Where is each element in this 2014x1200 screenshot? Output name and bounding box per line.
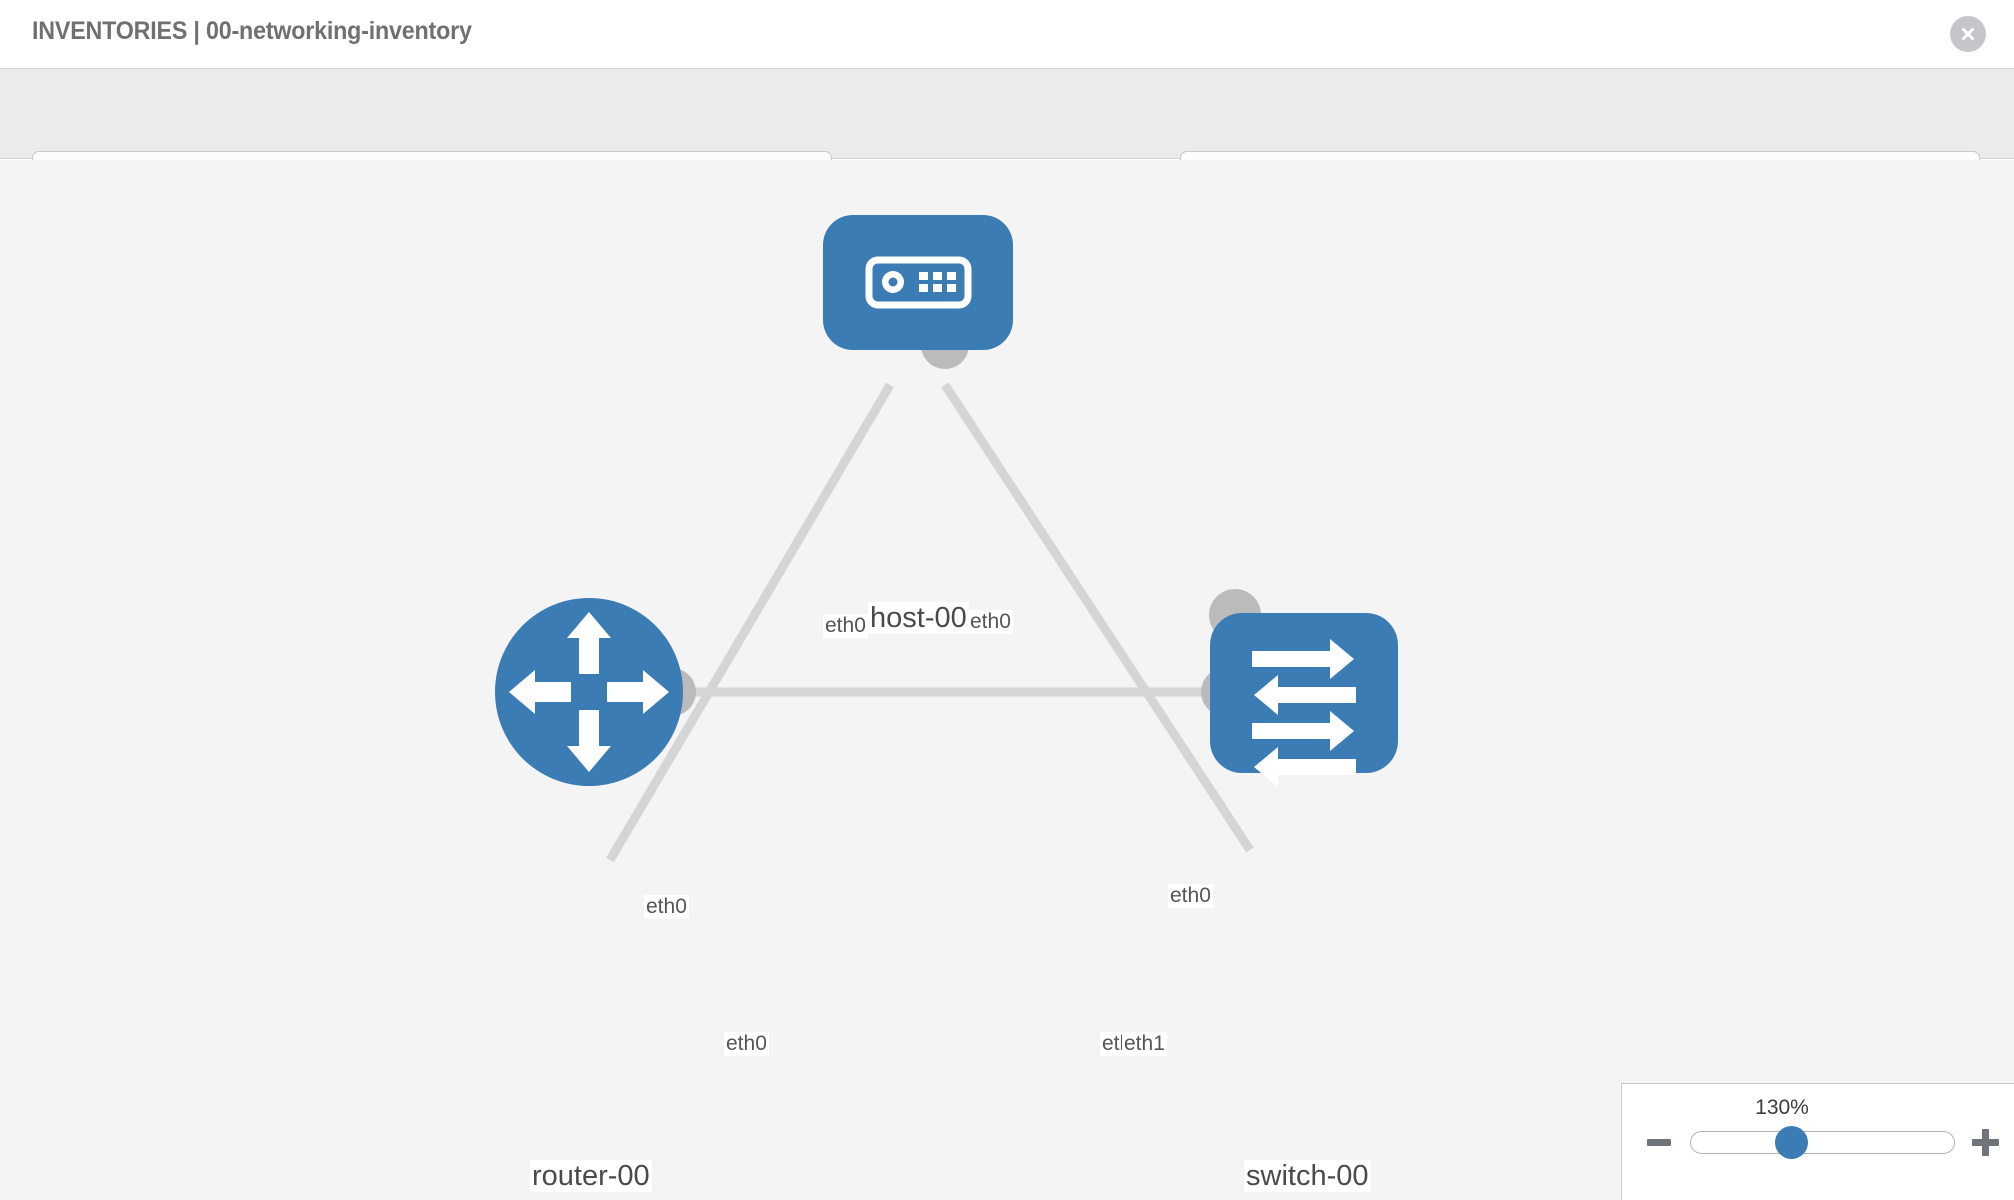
link-host-switch [941, 382, 1254, 853]
zoom-in-button[interactable] [1972, 1129, 1999, 1156]
node-host-00[interactable] [823, 215, 1013, 350]
topology-canvas[interactable]: eth0 host-00 eth0 eth0 eth0 eth0 eth eth… [0, 160, 2014, 1200]
iface-label-router-up: eth0 [644, 895, 689, 920]
close-icon[interactable] [1950, 16, 1986, 52]
topology-links [606, 382, 1254, 863]
topology-graph [495, 215, 1398, 863]
router-arrows-icon [509, 612, 669, 772]
iface-label-switch-up: eth0 [1168, 884, 1213, 909]
interface-connectors [648, 321, 1261, 716]
switch-arrows-icon [1252, 639, 1356, 787]
iface-label-host-right: eth0 [968, 610, 1013, 635]
page-header: INVENTORIES | 00-networking-inventory [0, 0, 2014, 69]
node-switch-00[interactable] [1210, 613, 1398, 787]
zoom-level-value: 130% [1755, 1096, 1809, 1119]
iface-label-host-left: eth0 [823, 614, 868, 639]
zoom-out-button[interactable] [1647, 1139, 1671, 1146]
zoom-control-panel: 130% [1621, 1083, 2014, 1200]
node-router-00[interactable] [495, 598, 683, 786]
zoom-slider-track[interactable] [1690, 1131, 1955, 1154]
zoom-slider-thumb[interactable] [1775, 1126, 1808, 1159]
node-label-switch-00: switch-00 [1244, 1160, 1371, 1193]
node-label-router-00: router-00 [530, 1160, 652, 1193]
server-icon [865, 256, 972, 309]
iface-label-switch-left: eth1 [1122, 1032, 1167, 1057]
link-host-router [606, 382, 894, 863]
toolbar: ACTIONS SEARCH [0, 69, 2014, 203]
iface-label-router-right: eth0 [724, 1032, 769, 1057]
node-label-host-00: host-00 [868, 602, 969, 635]
page-title: INVENTORIES | 00-networking-inventory [32, 17, 472, 45]
